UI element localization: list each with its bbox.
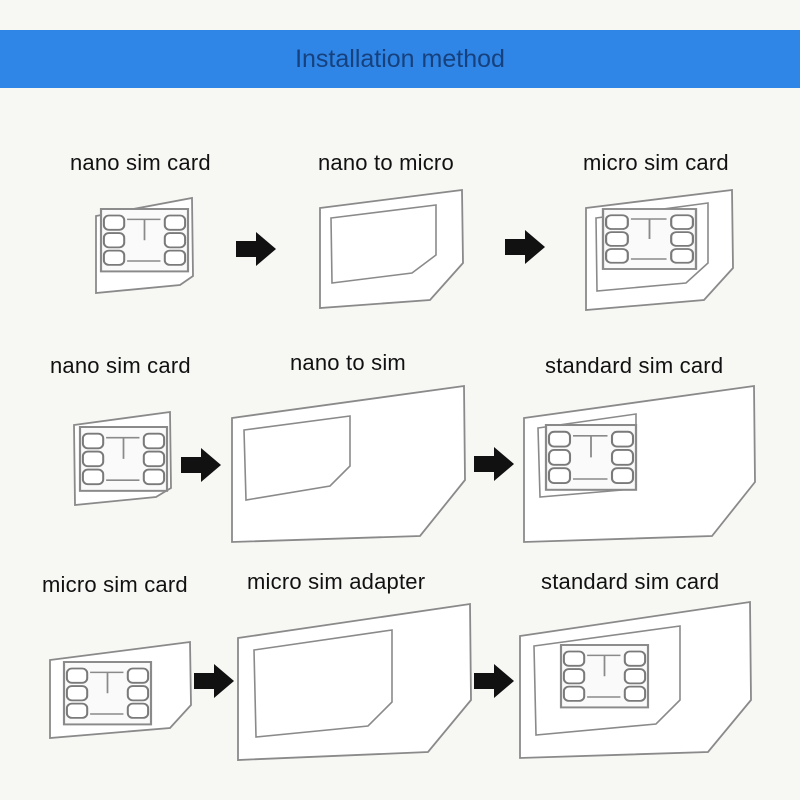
right-arrow-icon	[194, 664, 234, 698]
row1-nano-sim-card	[95, 196, 194, 294]
right-arrow-icon	[236, 232, 276, 266]
row3-standard-sim-card	[519, 600, 752, 759]
row3-micro-sim-adapter	[237, 602, 472, 761]
right-arrow-icon	[474, 447, 514, 481]
row2-result-label: standard sim card	[545, 353, 724, 378]
row3-result-label: standard sim card	[541, 569, 720, 594]
row2-nano-sim-card	[73, 410, 172, 506]
page-title: Installation method	[295, 45, 505, 73]
row2-adapter-label: nano to sim	[290, 350, 406, 375]
row2-nano-to-sim-adapter	[231, 384, 466, 543]
row3-adapter-label: micro sim adapter	[247, 569, 426, 594]
right-arrow-icon	[181, 448, 221, 482]
row2-standard-sim-card	[523, 384, 756, 543]
row2-from-label: nano sim card	[50, 353, 191, 378]
row1-adapter-label: nano to micro	[318, 150, 454, 175]
header-banner: Installation method	[0, 30, 800, 88]
row1-micro-sim-card	[585, 188, 734, 311]
row1-result-label: micro sim card	[583, 150, 729, 175]
row3-micro-sim-card	[49, 640, 192, 739]
row1-from-label: nano sim card	[70, 150, 211, 175]
right-arrow-icon	[505, 230, 545, 264]
row1-nano-to-micro-adapter	[319, 188, 464, 309]
row3-from-label: micro sim card	[42, 572, 188, 597]
right-arrow-icon	[474, 664, 514, 698]
